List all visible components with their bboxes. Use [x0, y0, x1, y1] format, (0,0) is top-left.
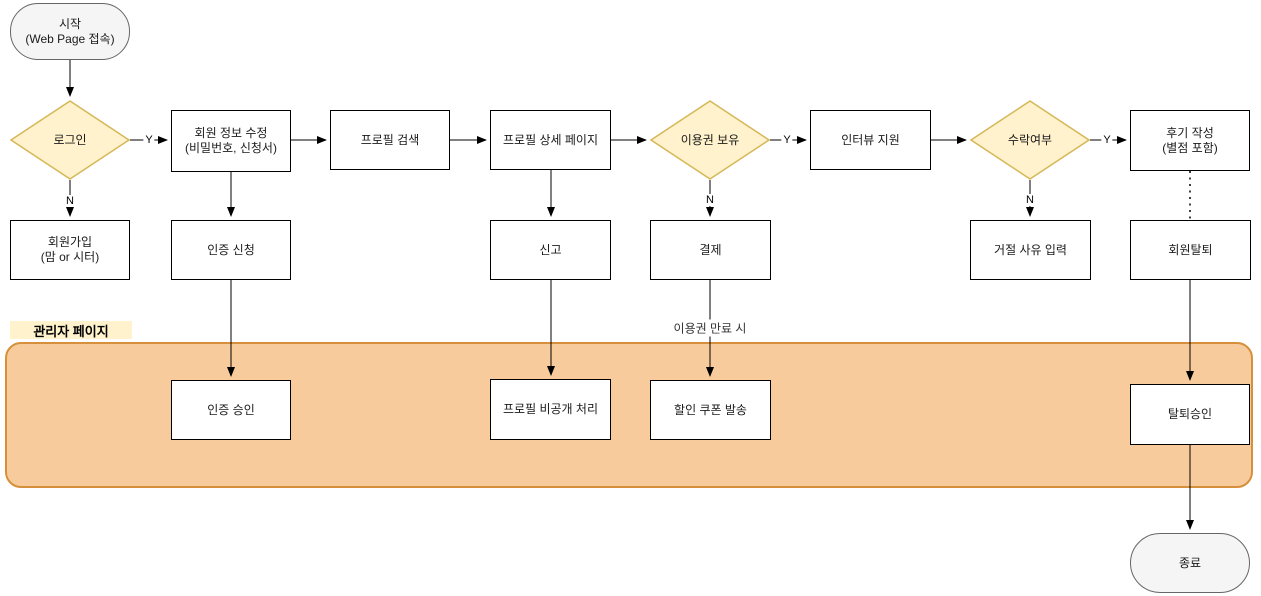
profile-private-process: 프로필 비공개 처리	[490, 379, 611, 440]
edit-info-line1: 회원 정보 수정	[194, 126, 268, 140]
coupon-process: 할인 쿠폰 발송	[650, 380, 771, 440]
admin-region-label: 관리자 페이지	[10, 321, 132, 339]
review-line1: 후기 작성	[1166, 125, 1214, 140]
review-line2: (별점 포함)	[1162, 140, 1218, 155]
edit-info-process: 회원 정보 수정 (비밀번호, 신청서)	[171, 110, 291, 172]
login-decision-label: 로그인	[53, 132, 87, 147]
edge-label-yes-ticket: Y	[781, 134, 793, 146]
end-terminal: 종료	[1130, 533, 1250, 593]
withdraw-process: 회원탈퇴	[1130, 220, 1251, 280]
signup-line2: (맘 or 시터)	[40, 250, 100, 264]
interview-process: 인터뷰 지원	[810, 110, 931, 170]
signup-process: 회원가입 (맘 or 시터)	[10, 220, 130, 280]
edge-label-yes-login: Y	[143, 134, 155, 146]
edge-label-no-login: N	[64, 195, 76, 207]
edge-label-no-ticket: N	[704, 194, 716, 206]
accept-decision-label: 수락여부	[1007, 132, 1053, 147]
withdraw-approve-label: 탈퇴승인	[1167, 407, 1213, 421]
edge-label-ticket-expired: 이용권 만료 시	[671, 319, 749, 337]
report-label: 신고	[539, 242, 562, 257]
interview-label: 인터뷰 지원	[841, 132, 900, 147]
signup-line1: 회원가입	[47, 235, 93, 249]
review-process: 후기 작성 (별점 포함)	[1130, 110, 1250, 171]
withdraw-approve-process: 탈퇴승인	[1130, 384, 1250, 445]
auth-request-process: 인증 신청	[171, 220, 291, 280]
accept-decision: 수락여부	[970, 100, 1090, 180]
diamond-shape	[970, 100, 1090, 180]
profile-detail-label: 프로필 상세 페이지	[503, 132, 598, 147]
reject-reason-label: 거절 사유 입력	[994, 242, 1067, 257]
auth-approve-process: 인증 승인	[171, 380, 291, 440]
profile-search-process: 프로필 검색	[330, 110, 450, 170]
start-terminal-line1: 시작	[58, 16, 82, 31]
start-terminal: 시작 (Web Page 접속)	[10, 3, 130, 60]
profile-search-label: 프로필 검색	[360, 132, 420, 147]
auth-request-label: 인증 신청	[207, 242, 255, 257]
diamond-shape	[10, 100, 130, 180]
withdraw-label: 회원탈퇴	[1168, 242, 1213, 257]
edge-label-no-accept: N	[1024, 194, 1036, 206]
edit-info-line2: (비밀번호, 신청서)	[185, 141, 277, 155]
coupon-label: 할인 쿠폰 발송	[674, 402, 747, 417]
payment-label: 결제	[699, 242, 722, 257]
ticket-decision: 이용권 보유	[650, 100, 770, 180]
report-process: 신고	[490, 220, 611, 280]
profile-private-label: 프로필 비공개 처리	[503, 402, 598, 416]
edge-label-yes-accept: Y	[1101, 134, 1113, 146]
payment-process: 결제	[650, 220, 771, 280]
login-decision: 로그인	[10, 100, 130, 180]
start-terminal-line2: (Web Page 접속)	[25, 31, 115, 46]
ticket-decision-label: 이용권 보유	[680, 132, 740, 147]
profile-detail-process: 프로필 상세 페이지	[490, 110, 611, 170]
end-terminal-label: 종료	[1178, 555, 1202, 570]
reject-reason-process: 거절 사유 입력	[970, 220, 1091, 280]
auth-approve-label: 인증 승인	[207, 402, 255, 417]
diamond-shape	[650, 100, 770, 180]
